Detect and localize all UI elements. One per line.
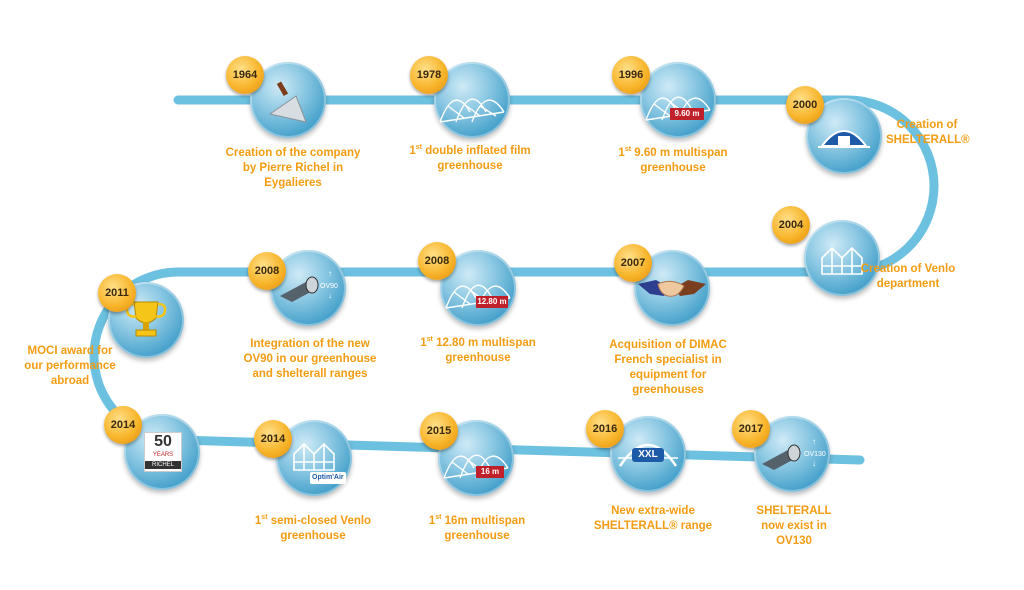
milestone-node-2015: 16 m [438, 420, 514, 496]
year-badge: 2017 [732, 410, 770, 448]
milestone-caption: Creation of the company by Pierre Richel… [225, 147, 361, 189]
svg-text:↓: ↓ [328, 291, 332, 300]
caption-superscript: st [624, 146, 632, 154]
xxl-shelter-icon [618, 443, 678, 467]
caption-prefix: 1 [420, 337, 427, 349]
logo-brand: RICHEL [145, 461, 181, 469]
caption-superscript: st [415, 144, 422, 152]
multispan-greenhouse-icon [439, 98, 505, 123]
year-badge: 2011 [98, 274, 136, 312]
milestone-caption: MOCI award for our performance abroad [24, 345, 116, 387]
year-badge: 1978 [410, 56, 448, 94]
milestone-caption: Acquisition of DIMAC French specialist i… [609, 339, 727, 396]
multispan-greenhouse-icon [645, 96, 711, 121]
xxl-tag: XXL [638, 449, 658, 460]
anniversary-logo-icon: 50 YEARS RICHEL [144, 432, 182, 472]
logo-years: YEARS [152, 452, 174, 458]
milestone-caption: 1st double inflated film greenhouse [395, 144, 545, 174]
milestone-caption: Integration of the new OV90 in our green… [243, 338, 377, 380]
dimension-tag: 16 m [480, 467, 500, 476]
tube-profile-icon: ↑ ↓ [762, 437, 816, 470]
logo-number: 50 [154, 433, 172, 450]
svg-text:↑: ↑ [812, 437, 816, 446]
dimension-tag: 12.80 m [477, 297, 507, 306]
milestone-node-1978 [434, 62, 510, 138]
milestone-caption: SHELTERALL now exist in OV130 [756, 505, 832, 547]
caption-text: double inflated film greenhouse [425, 145, 531, 172]
caption-prefix: 1 [254, 515, 262, 527]
year-badge: 2000 [786, 86, 824, 124]
milestone-node-2011 [108, 282, 184, 358]
caption-text: 16m multispan greenhouse [444, 515, 526, 542]
milestone-caption: 1st semi-closed Venlo greenhouse [242, 514, 384, 544]
milestone-caption: Creation of Venlo department [860, 263, 956, 290]
year-badge: 2007 [614, 244, 652, 282]
caption-superscript: st [426, 336, 433, 344]
multispan-greenhouse-icon [443, 454, 509, 479]
caption-prefix: 1 [618, 147, 625, 159]
milestone-caption: Creation of SHELTERALL® [886, 119, 970, 146]
caption-prefix: 1 [428, 515, 436, 527]
caption-text: 9.60 m multispan greenhouse [634, 147, 728, 174]
year-badge: 2015 [420, 412, 458, 450]
year-badge: 2016 [586, 410, 624, 448]
dimension-tag: 9.60 m [674, 109, 700, 118]
milestone-node-2000 [806, 98, 882, 174]
trowel-icon [268, 81, 307, 123]
handshake-icon [638, 280, 706, 297]
year-badge: 1996 [612, 56, 650, 94]
optimair-tag: Optim'Air [312, 474, 344, 481]
multispan-greenhouse-icon [445, 284, 511, 309]
svg-text:↑: ↑ [328, 269, 332, 278]
svg-text:↓: ↓ [812, 459, 816, 468]
year-badge: 2014 [254, 420, 292, 458]
profile-tag: OV130 [804, 451, 826, 458]
caption-superscript: st [261, 514, 268, 522]
year-badge: 2014 [104, 406, 142, 444]
shelter-tunnel-icon [818, 130, 870, 148]
milestone-caption: 1st 9.60 m multispan greenhouse [598, 146, 748, 176]
caption-text: 12.80 m multispan greenhouse [436, 337, 536, 364]
milestone-caption: 1st 16m multispan greenhouse [402, 514, 552, 544]
venlo-greenhouse-icon [821, 246, 863, 275]
profile-tag: OV90 [320, 283, 338, 290]
tube-profile-icon: ↑ ↓ [280, 269, 332, 302]
year-badge: 1964 [226, 56, 264, 94]
milestone-node-1996: 9.60 m [640, 62, 716, 138]
year-badge: 2008 [248, 252, 286, 290]
venlo-greenhouse-icon [293, 442, 346, 484]
milestone-caption: New extra-wide SHELTERALL® range [593, 505, 713, 532]
caption-prefix: 1 [409, 145, 416, 157]
year-badge: 2008 [418, 242, 456, 280]
caption-superscript: st [435, 514, 442, 522]
year-badge: 2004 [772, 206, 810, 244]
milestone-caption: 1st 12.80 m multispan greenhouse [398, 336, 558, 366]
milestone-node-2004 [804, 220, 880, 296]
caption-text: semi-closed Venlo greenhouse [270, 515, 372, 542]
